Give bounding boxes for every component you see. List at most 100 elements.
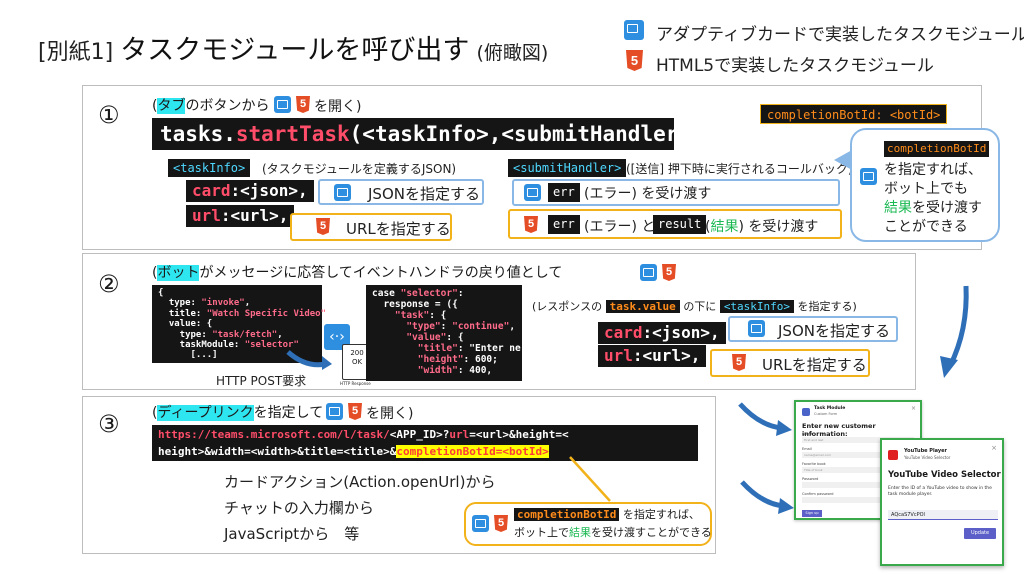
- legend-html5-icon: 5: [626, 50, 643, 71]
- result-desc: (結果) を受け渡す: [705, 216, 818, 236]
- adaptive-card-icon: [860, 168, 877, 185]
- adaptive-card-icon: [334, 184, 351, 201]
- legend-html5-label: HTML5で実装したタスクモジュール: [656, 56, 934, 76]
- url-spec-label: URLを指定する: [346, 220, 451, 238]
- section-2-intro: (ボットがメッセージに応答してイベントハンドラの戻り値として: [152, 265, 563, 281]
- note-l2c: を受け渡すことができる: [591, 526, 712, 539]
- form-field-input[interactable]: name@email.com: [802, 452, 914, 458]
- url-code-2: url:<url>,: [598, 345, 707, 367]
- case-code-line: "height": 600;: [417, 354, 498, 365]
- title-prefix: [別紙1]: [38, 40, 114, 65]
- yt-app-name: YouTube Player: [904, 448, 948, 454]
- yt-update-button[interactable]: Update: [964, 528, 996, 539]
- completion-code-text: completionBotId: <botId>: [767, 108, 941, 122]
- invoke-code-line: [...]: [158, 350, 218, 361]
- form-close-icon[interactable]: ×: [910, 405, 916, 412]
- url-val: :<url>,: [220, 206, 289, 225]
- bubble-line3: 結果を受け渡す: [884, 197, 982, 217]
- case-selector-code: case "selector": response = ({ "task": {…: [366, 285, 533, 381]
- code-fn: startTask: [235, 122, 350, 146]
- card-json-code-2: card:<json>,: [598, 322, 726, 344]
- form-field-label: Favorite book: [802, 462, 826, 466]
- arrow-to-form-2: [738, 478, 796, 518]
- form-field-input[interactable]: [802, 482, 914, 488]
- bubble-l3: を受け渡す: [912, 200, 982, 216]
- form-field-label: Email: [802, 447, 812, 451]
- adaptive-card-icon: [748, 320, 765, 337]
- form-heading: Enter new customer information:: [802, 422, 876, 438]
- err-code-2: err: [548, 215, 580, 234]
- bubble-code: completionBotId: [884, 141, 990, 157]
- html5-icon: 5: [348, 403, 362, 420]
- share-icon: ‹·›: [324, 324, 350, 350]
- adaptive-card-icon: [524, 184, 541, 201]
- form-field-input[interactable]: Title of book: [802, 467, 914, 473]
- preview-youtube-window: YouTube Player YouTube Video Selector × …: [880, 438, 1004, 566]
- yt-video-id-input[interactable]: AQcaS7VcPOl: [888, 510, 998, 520]
- legend-adaptive-label: アダプティブカードで実装したタスクモジュール: [656, 25, 1024, 45]
- form-signup-button[interactable]: Sign up: [802, 510, 822, 517]
- url-spec-label-2: URLを指定する: [762, 356, 867, 374]
- code-args: (<taskInfo>,<submitHandler>): [349, 122, 704, 146]
- adaptive-card-icon: [472, 515, 489, 532]
- note-line-1: completionBotId を指定すれば、: [514, 506, 700, 522]
- form-app-logo: [802, 408, 810, 416]
- section-3-note-connector: [560, 455, 620, 505]
- result-word: 結果: [710, 219, 739, 235]
- resp-200: 200: [350, 349, 364, 357]
- submit-handler-tag: <submitHandler>: [508, 159, 627, 177]
- form-field-label: Name: [802, 432, 813, 436]
- yt-close-icon[interactable]: ×: [991, 444, 997, 452]
- case-code-line: response = ({: [372, 299, 458, 310]
- url-spec-pill-2: [710, 349, 870, 377]
- title-suffix: (俯瞰図): [476, 42, 549, 64]
- bubble-tail: [834, 150, 852, 170]
- form-field-input[interactable]: First and last: [802, 437, 914, 443]
- json-spec-label: JSONを指定する: [368, 185, 480, 203]
- adaptive-card-icon: [326, 403, 343, 420]
- intro-mid-3: を指定して: [253, 405, 324, 421]
- case-code-line: "title": "Enter ne..: [417, 343, 533, 354]
- taskinfo-tag: <taskInfo>: [168, 159, 251, 177]
- resp-label: HTTP Response: [340, 381, 371, 386]
- html5-icon: 5: [296, 96, 310, 113]
- tab-word: タブ: [157, 98, 186, 114]
- http-post-arrow: [286, 350, 332, 370]
- http-post-label: HTTP POST要求: [216, 374, 307, 388]
- note-code: completionBotId: [514, 508, 620, 521]
- yt-app-sub: YouTube Video Selector: [904, 455, 951, 460]
- note-line-2: ボット上で結果を受け渡すことができる: [514, 524, 712, 540]
- url-code: url:<url>,: [186, 205, 295, 227]
- result-open: (: [705, 219, 711, 235]
- adaptive-card-icon: [640, 264, 657, 281]
- invoke-code-line: type: "task/fetch",: [158, 329, 283, 340]
- youtube-logo: [888, 450, 898, 460]
- code-prefix: tasks.: [160, 122, 236, 146]
- intro-rest: がメッセージに応答してイベントハンドラの戻り値として: [199, 265, 563, 281]
- case-code-line: case "selector":: [372, 288, 464, 299]
- bubble-line4: ことができる: [884, 219, 968, 235]
- case-code-line: "task": {: [394, 310, 447, 321]
- invoke-code-line: value: {: [158, 319, 213, 330]
- html5-icon: 5: [494, 515, 508, 532]
- case-code-line: "type": "continue",: [406, 321, 516, 332]
- taskinfo-tag-text: <taskInfo>: [173, 161, 246, 175]
- deeplink-url-code: https://teams.microsoft.com/l/task/<APP_…: [152, 425, 698, 461]
- resp-note-mid: の下に: [683, 300, 717, 313]
- invoke-code-line: type: "invoke",: [158, 298, 251, 309]
- note-l2b: 結果: [569, 526, 591, 539]
- deeplink-word: ディープリンク: [157, 405, 254, 421]
- form-field-input[interactable]: [802, 497, 914, 503]
- bubble-green: 結果: [884, 200, 912, 216]
- card-key: card: [192, 181, 231, 200]
- url-val-2: :<url>,: [632, 346, 701, 365]
- note-l1: を指定すれば、: [622, 508, 700, 521]
- form-field-label: Confirm password: [802, 492, 834, 496]
- submit-desc: ([送信] 押下時に実行されるコールバック): [626, 162, 853, 176]
- intro-paren: (: [152, 98, 158, 114]
- arrow-to-form-1: [736, 400, 794, 440]
- case-code-line: "value": {: [406, 332, 464, 343]
- intro-open-3: を開く): [366, 406, 414, 422]
- result-code: result: [653, 215, 707, 234]
- url-spec-pill: [290, 213, 452, 241]
